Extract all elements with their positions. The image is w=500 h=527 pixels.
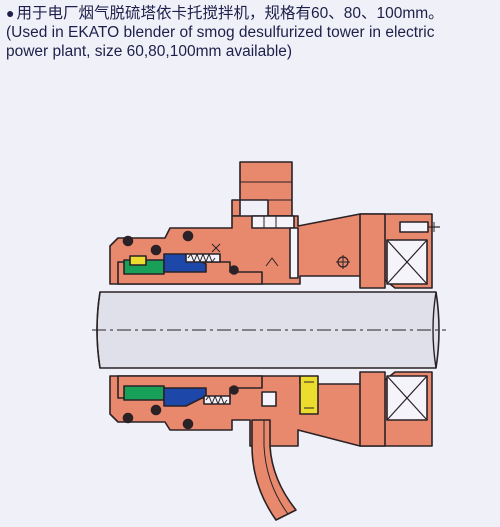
lower-seal-half	[109, 371, 433, 521]
lower-o-ring-4	[229, 385, 239, 395]
caption-chinese-text: 用于电厂烟气脱硫塔依卡托搅拌机，规格有60、80、100mm。	[16, 5, 444, 22]
upper-spacer-strip	[289, 227, 299, 279]
upper-mounting-block	[239, 161, 293, 217]
lower-o-ring-3	[182, 418, 194, 430]
lower-o-ring-2	[150, 404, 162, 416]
caption: ●用于电厂烟气脱硫塔依卡托搅拌机，规格有60、80、100mm。 (Used i…	[6, 4, 498, 61]
upper-o-ring-2	[150, 244, 162, 256]
lower-o-ring-1	[122, 412, 134, 424]
lower-right-flange	[359, 371, 386, 447]
flush-pipe-port	[261, 391, 277, 407]
lower-blue-face	[163, 387, 207, 407]
caption-chinese-line: ●用于电厂烟气脱硫塔依卡托搅拌机，规格有60、80、100mm。	[6, 4, 498, 23]
upper-o-ring-1	[122, 235, 134, 247]
lower-yellow-block	[299, 375, 319, 415]
upper-blue-face	[163, 253, 207, 273]
upper-right-flange	[359, 213, 386, 289]
upper-center-bolt	[251, 215, 295, 229]
caption-english-line-2: power plant, size 60,80,100mm available)	[6, 43, 293, 60]
lower-green-ring	[123, 385, 165, 401]
flush-pipe	[251, 419, 297, 521]
upper-right-bolt	[399, 221, 429, 233]
upper-o-ring-3	[182, 230, 194, 242]
bullet-icon: ●	[6, 5, 15, 21]
upper-o-ring-4	[229, 265, 239, 275]
caption-english-line-1: (Used in EKATO blender of smog desulfuri…	[6, 24, 435, 41]
upper-yellow-pin	[129, 255, 147, 266]
upper-block-step	[231, 199, 241, 217]
drive-shaft	[92, 291, 446, 369]
upper-seal-half	[109, 161, 440, 289]
